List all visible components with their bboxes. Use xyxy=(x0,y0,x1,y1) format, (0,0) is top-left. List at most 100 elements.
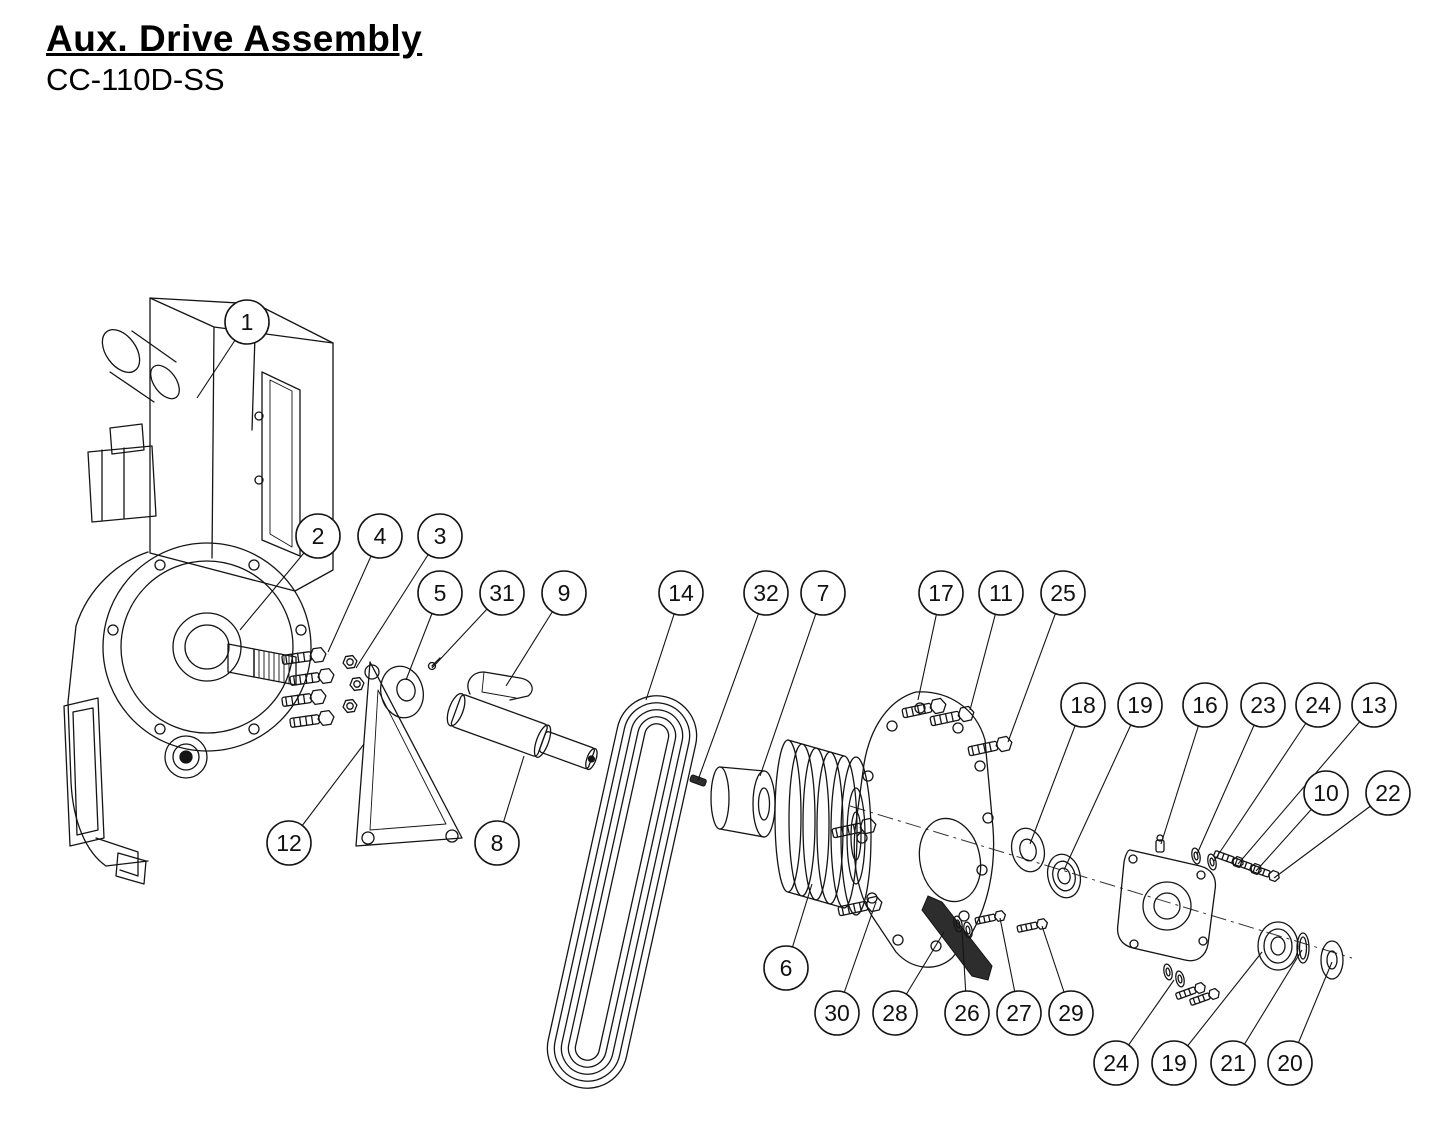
callout-balloon-10: 10 xyxy=(1303,770,1349,816)
callout-balloon-14: 14 xyxy=(658,570,704,616)
callout-balloon-29: 29 xyxy=(1048,990,1094,1036)
callout-balloon-7: 7 xyxy=(800,570,846,616)
balloon-number-9: 9 xyxy=(558,580,571,606)
balloon-number-5: 5 xyxy=(434,580,447,606)
leader-line-18 xyxy=(1029,704,1084,845)
leader-line-7 xyxy=(759,592,824,777)
leader-line-23 xyxy=(1196,704,1264,855)
balloon-number-3: 3 xyxy=(434,523,447,549)
balloon-number-13: 13 xyxy=(1361,692,1387,718)
title-block: Aux. Drive Assembly CC-110D-SS xyxy=(46,18,422,98)
leader-line-24 xyxy=(1213,704,1319,862)
balloon-circle-26 xyxy=(944,990,990,1036)
balloon-number-4: 4 xyxy=(374,523,387,549)
snap-ring xyxy=(1296,932,1310,964)
balloon-circle-5 xyxy=(417,570,463,616)
balloon-circle-6 xyxy=(763,945,809,991)
balloon-number-24: 24 xyxy=(1305,692,1331,718)
callout-balloon-1: 1 xyxy=(224,299,270,345)
callout-balloon-20: 20 xyxy=(1267,1040,1313,1086)
ball-bearing xyxy=(1257,921,1299,971)
leader-line-25 xyxy=(1007,592,1064,743)
callout-balloon-6: 6 xyxy=(763,945,809,991)
balloon-circle-11 xyxy=(978,570,1024,616)
callout-balloon-2: 2 xyxy=(295,513,341,559)
balloon-number-21: 21 xyxy=(1220,1050,1246,1076)
callout-balloon-24: 24 xyxy=(1295,682,1341,728)
balloon-circle-30 xyxy=(814,990,860,1036)
balloon-circle-32 xyxy=(743,570,789,616)
diagram-title: Aux. Drive Assembly xyxy=(46,18,423,59)
balloon-number-23: 23 xyxy=(1250,692,1276,718)
leader-line-19 xyxy=(1063,704,1141,871)
engine-housing xyxy=(63,297,334,885)
v-belt xyxy=(546,695,698,1089)
balloon-number-22: 22 xyxy=(1375,780,1401,806)
bearing-seal-pair xyxy=(1010,827,1082,899)
balloon-circle-24 xyxy=(1093,1040,1139,1086)
mounting-plate xyxy=(853,691,995,968)
balloon-circle-22 xyxy=(1365,770,1411,816)
belt-hub xyxy=(710,766,776,838)
balloon-circle-2 xyxy=(295,513,341,559)
balloon-circle-17 xyxy=(918,570,964,616)
balloon-circle-20 xyxy=(1267,1040,1313,1086)
callout-balloon-22: 22 xyxy=(1365,770,1411,816)
callout-balloon-5: 5 xyxy=(417,570,463,616)
balloon-circle-21 xyxy=(1210,1040,1256,1086)
balloon-number-10: 10 xyxy=(1313,780,1339,806)
callout-balloon-11: 11 xyxy=(978,570,1024,616)
balloon-circle-28 xyxy=(872,990,918,1036)
balloon-number-16: 16 xyxy=(1192,692,1218,718)
balloon-circle-14 xyxy=(658,570,704,616)
callout-balloon-4: 4 xyxy=(357,513,403,559)
callout-balloon-27: 27 xyxy=(996,990,1042,1036)
callout-balloon-19: 19 xyxy=(1117,682,1163,728)
tensioner-arm xyxy=(921,895,993,981)
balloon-circle-29 xyxy=(1048,990,1094,1036)
model-number: CC-110D-SS xyxy=(46,62,225,97)
callout-balloon-19: 19 xyxy=(1151,1040,1197,1086)
set-screw xyxy=(427,657,441,671)
balloon-circle-8 xyxy=(474,820,520,866)
balloon-number-7: 7 xyxy=(817,580,830,606)
balloon-number-14: 14 xyxy=(668,580,694,606)
balloon-circle-3 xyxy=(417,513,463,559)
callout-balloon-25: 25 xyxy=(1040,570,1086,616)
leader-line-3 xyxy=(355,535,441,669)
balloon-number-11: 11 xyxy=(989,580,1013,606)
balloon-number-24: 24 xyxy=(1103,1050,1129,1076)
balloon-circle-9 xyxy=(541,570,587,616)
balloon-circle-16 xyxy=(1182,682,1228,728)
callout-balloon-9: 9 xyxy=(541,570,587,616)
drive-pulley xyxy=(774,739,872,916)
leader-line-32 xyxy=(697,592,767,781)
balloon-circle-18 xyxy=(1060,682,1106,728)
leader-line-16 xyxy=(1160,704,1206,845)
cover-hardware xyxy=(1161,846,1282,1008)
balloon-number-17: 17 xyxy=(928,580,954,606)
callout-balloon-8: 8 xyxy=(474,820,520,866)
balloon-circle-31 xyxy=(479,570,525,616)
end-washer xyxy=(1320,940,1344,980)
shaft-key xyxy=(689,774,707,787)
leader-line-22 xyxy=(1273,792,1389,879)
balloon-number-6: 6 xyxy=(780,955,793,981)
balloon-number-19: 19 xyxy=(1127,692,1153,718)
callout-balloon-32: 32 xyxy=(743,570,789,616)
callout-balloon-30: 30 xyxy=(814,990,860,1036)
balloon-number-12: 12 xyxy=(276,830,302,856)
mounting-bolts xyxy=(280,646,366,731)
drive-shaft xyxy=(446,692,598,771)
balloon-circle-12 xyxy=(266,820,312,866)
pivot-bracket xyxy=(355,661,463,847)
callout-balloon-13: 13 xyxy=(1351,682,1397,728)
balloon-number-2: 2 xyxy=(312,523,325,549)
callout-balloon-31: 31 xyxy=(479,570,525,616)
callout-balloon-21: 21 xyxy=(1210,1040,1256,1086)
callout-balloon-3: 3 xyxy=(417,513,463,559)
callout-balloon-26: 26 xyxy=(944,990,990,1036)
balloon-circle-13 xyxy=(1351,682,1397,728)
